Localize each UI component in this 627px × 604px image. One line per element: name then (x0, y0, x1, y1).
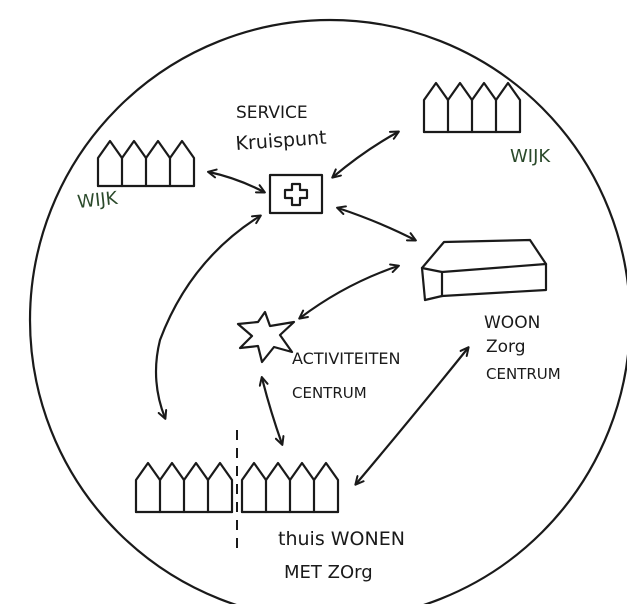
building-icon (420, 238, 548, 302)
service-label-line2: Kruispunt (235, 127, 327, 155)
woonzorg-label-line1: WOON (484, 313, 540, 333)
house-row-icon (134, 461, 340, 514)
arrow-activiteiten-to-thuis (258, 376, 285, 446)
activiteiten-label-line2: CENTRUM (292, 384, 367, 402)
woonzorg-label-line2: Zorg (486, 337, 526, 357)
cross-icon (268, 173, 324, 215)
star-icon (236, 310, 296, 364)
thuis-label-line1: thuis WONEN (278, 528, 405, 550)
arrow-service-to-wijk-left (207, 168, 266, 194)
activiteiten-label-line1: ACTIVITEITEN (292, 349, 400, 368)
service-label-line1: SERVICE (236, 103, 308, 123)
arrow-service-to-woonzorg (336, 205, 417, 242)
woonzorg-label-line3: CENTRUM (486, 365, 561, 383)
arrow-activiteiten-to-woonzorg (298, 263, 400, 320)
wijk-left-label: WIJK (76, 188, 119, 213)
wijk-right-label: WIJK (510, 146, 551, 167)
arrow-thuis-to-woonzorg (354, 346, 470, 486)
outer-circle (28, 18, 627, 604)
arrow-service-to-thuis (154, 214, 262, 420)
house-row-icon (96, 139, 196, 188)
arrow-service-to-wijk-right (331, 130, 400, 179)
thuis-label-line2: MET ZOrg (284, 562, 373, 583)
house-row-icon (422, 81, 522, 134)
